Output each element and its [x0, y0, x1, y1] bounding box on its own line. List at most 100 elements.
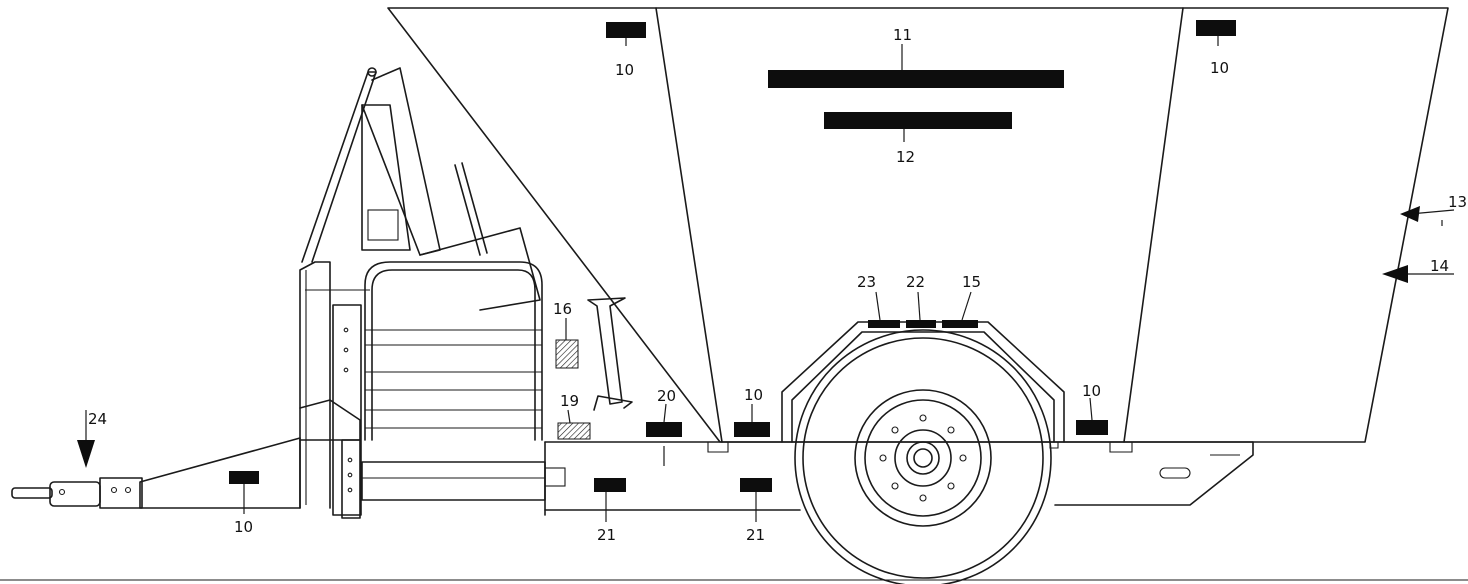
decal-10-drawbar: [229, 471, 259, 484]
lower-plate: [341, 439, 361, 519]
chassis-frame: [544, 441, 1254, 516]
decal-23: [868, 320, 900, 328]
decal-10-lower-right: [1076, 420, 1108, 435]
hitch-coupling: [49, 481, 101, 507]
leader-23: [875, 291, 881, 321]
tire: [794, 329, 1052, 584]
hub: [894, 429, 952, 487]
callout-10: 10: [744, 386, 763, 404]
leader-lines: [77, 36, 1455, 522]
control-panel: [367, 209, 399, 241]
callout-14: 14: [1430, 257, 1449, 275]
leader-19: [567, 409, 571, 424]
decal-12: [824, 112, 1012, 129]
leader-20: [663, 403, 667, 423]
rivet: [347, 457, 353, 463]
hopper-foot-1: [707, 442, 729, 453]
hopper-foot-2: [1109, 442, 1133, 453]
gusset: [299, 399, 361, 441]
rivet: [343, 367, 349, 373]
hitch-bolt-1: [110, 486, 118, 494]
leader-10d: [1089, 397, 1093, 421]
hitch-bolt-2: [124, 486, 132, 494]
lug-nut: [947, 482, 955, 490]
operator-platform: [361, 261, 546, 501]
callout-13: 13: [1448, 193, 1467, 211]
handrail: [301, 67, 541, 311]
lower-step-box: [361, 461, 546, 501]
rear-brace: [361, 67, 441, 256]
callout-10: 10: [1082, 382, 1101, 400]
decal-10-upper-right: [1196, 20, 1236, 36]
hopper-panel-seam-left: [655, 7, 723, 443]
hub-cap: [906, 441, 940, 475]
lug-nut: [919, 494, 927, 502]
side-plate: [332, 304, 362, 516]
rivet: [343, 347, 349, 353]
lug-nut: [891, 426, 899, 434]
leader-15: [961, 291, 972, 321]
decal-20: [646, 422, 682, 437]
callout-21: 21: [597, 526, 616, 544]
front-post: [299, 261, 331, 509]
rivet: [347, 472, 353, 478]
callout-22: 22: [906, 273, 925, 291]
support-stand: [587, 297, 633, 411]
hopper-panel-seam-right: [1123, 7, 1184, 443]
lug-nut: [891, 482, 899, 490]
callout-11: 11: [893, 26, 912, 44]
callout-10: 10: [234, 518, 253, 536]
decal-10-lower-mid: [734, 422, 770, 437]
platform-rail: [364, 261, 543, 441]
decal-21-left: [594, 478, 626, 492]
decal-10-upper-left: [606, 22, 646, 38]
frame-slot: [1159, 467, 1191, 479]
platform-rail-inner: [371, 269, 536, 441]
callout-20: 20: [657, 387, 676, 405]
coupling-bolt: [58, 488, 66, 496]
decal-15: [942, 320, 978, 328]
handrail-tube: [301, 71, 377, 263]
frame-rear-end: [1054, 441, 1254, 506]
decal-11: [768, 70, 1064, 88]
control-panel-housing: [361, 104, 411, 251]
stand-leg: [587, 297, 626, 405]
callout-15: 15: [962, 273, 981, 291]
drawbar-body: [139, 437, 301, 509]
fender-outer: [781, 321, 1065, 443]
rivet: [343, 327, 349, 333]
hitch-eye: [11, 487, 53, 499]
rim: [854, 389, 992, 527]
wheel-assembly: [781, 321, 1065, 584]
leader-22: [917, 291, 921, 321]
stand-foot: [593, 395, 633, 411]
decal-22: [906, 320, 936, 328]
lug-nut: [919, 414, 927, 422]
lug-nut: [879, 454, 887, 462]
arrow-13-head: [1400, 206, 1420, 222]
callout-labels: 10 10 11 12 13 14 15 22 23 16 19 20 10 1…: [88, 26, 1467, 544]
tire-inner: [802, 337, 1044, 579]
lug-nut: [947, 426, 955, 434]
fender-inner: [791, 331, 1055, 443]
callout-19: 19: [560, 392, 579, 410]
hub-center: [913, 448, 933, 468]
callout-16: 16: [553, 300, 572, 318]
hitch-clevis: [99, 477, 143, 509]
callout-10: 10: [615, 61, 634, 79]
decals: [229, 20, 1236, 492]
arrow-24-head: [77, 440, 95, 468]
decal-21-right: [740, 478, 772, 492]
frame-bracket: [544, 467, 566, 487]
decal-16: [555, 339, 579, 369]
hopper-outline: [387, 7, 1449, 443]
callout-23: 23: [857, 273, 876, 291]
callout-12: 12: [896, 148, 915, 166]
callout-10: 10: [1210, 59, 1229, 77]
callout-21: 21: [746, 526, 765, 544]
rivet: [347, 487, 353, 493]
callout-24: 24: [88, 410, 107, 428]
rim-inner: [864, 399, 982, 517]
arrow-14-head: [1382, 265, 1408, 283]
